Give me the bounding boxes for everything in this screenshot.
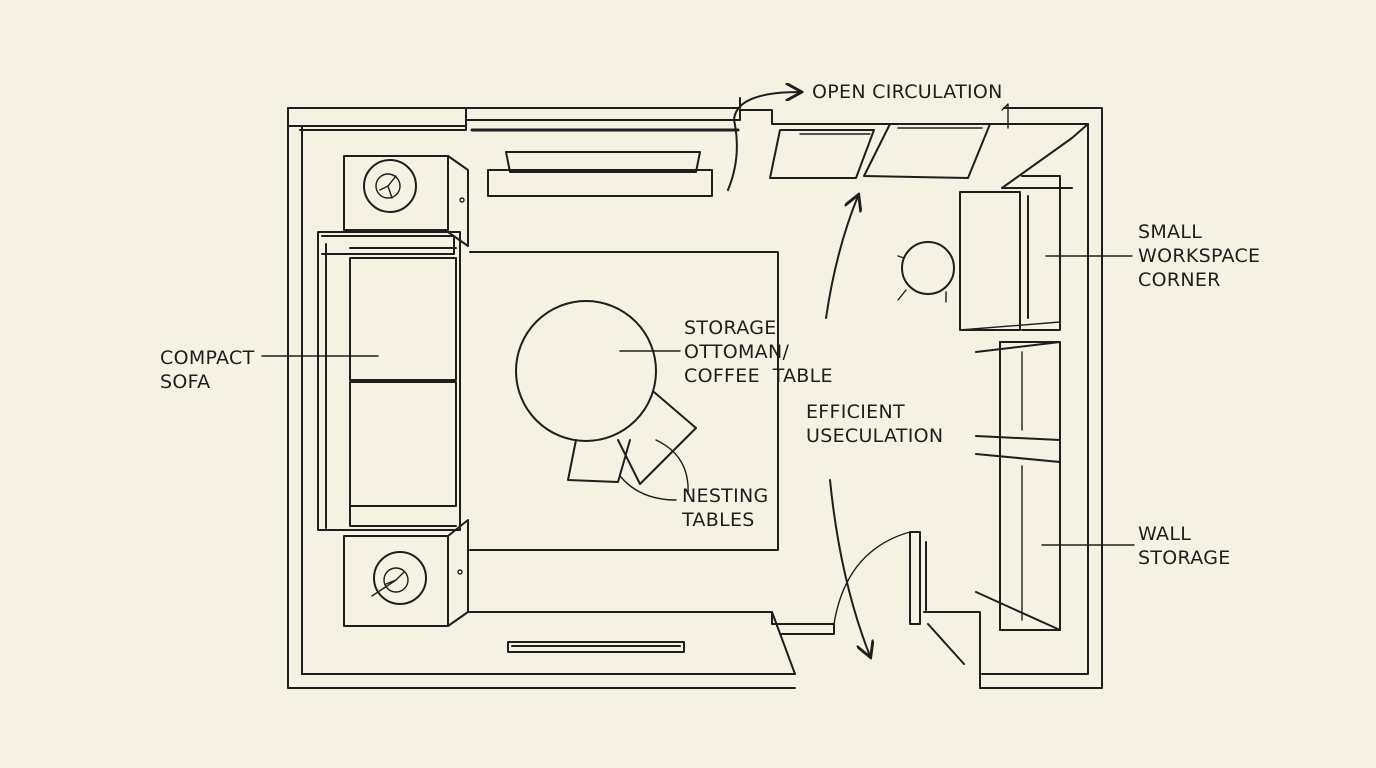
area-rug [469, 251, 779, 551]
workspace-corner [897, 175, 1061, 331]
nesting-tables-label: NESTING TABLES [682, 485, 769, 531]
efficient-circulation-label: EFFICIENT USECULATION [806, 401, 944, 447]
door-swing [833, 531, 981, 689]
side-table-top [343, 155, 469, 247]
nesting-tables [567, 391, 697, 485]
side-table-bottom [343, 519, 469, 627]
wall-corner-diagonal [1001, 123, 1089, 189]
radiator-bottom [467, 611, 835, 675]
radiator-top [487, 151, 713, 197]
storage-ottoman [515, 300, 657, 442]
wall-outer-right [979, 107, 1103, 689]
open-circulation-arrow [727, 92, 800, 191]
window-pane-1 [769, 129, 875, 179]
wall-storage-shelves [959, 321, 1061, 631]
circulation-arrow-up [825, 196, 858, 319]
wall-top-inner [299, 109, 773, 131]
open-circulation-label: OPEN CIRCULATION [812, 81, 1003, 103]
wall-top-left-outer [287, 107, 467, 127]
wall-top-right-jamb [1001, 103, 1009, 129]
wall-outer-left-bottom [287, 107, 796, 689]
compact-sofa [317, 231, 461, 531]
wall-top-cap [465, 97, 741, 109]
small-workspace-corner-label: SMALL WORKSPACE CORNER [1138, 221, 1261, 291]
leader-nesting-2 [619, 475, 677, 501]
window-pane-2 [863, 123, 991, 179]
wall-inner-right [981, 123, 1089, 675]
desk-chair [901, 241, 955, 295]
circulation-arrow-down [829, 479, 870, 656]
leader-lines [261, 255, 1135, 546]
leader-nesting-1 [655, 439, 689, 495]
room-walls [287, 97, 1103, 689]
wall-storage-label: WALL STORAGE [1138, 523, 1231, 569]
windows-top [769, 123, 991, 179]
lamp-bottom-icon [373, 551, 427, 605]
compact-sofa-label: COMPACT SOFA [160, 347, 255, 393]
lamp-top-icon [363, 159, 417, 213]
storage-ottoman-label: STORAGE OTTOMAN/ COFFEE TABLE [684, 317, 833, 387]
